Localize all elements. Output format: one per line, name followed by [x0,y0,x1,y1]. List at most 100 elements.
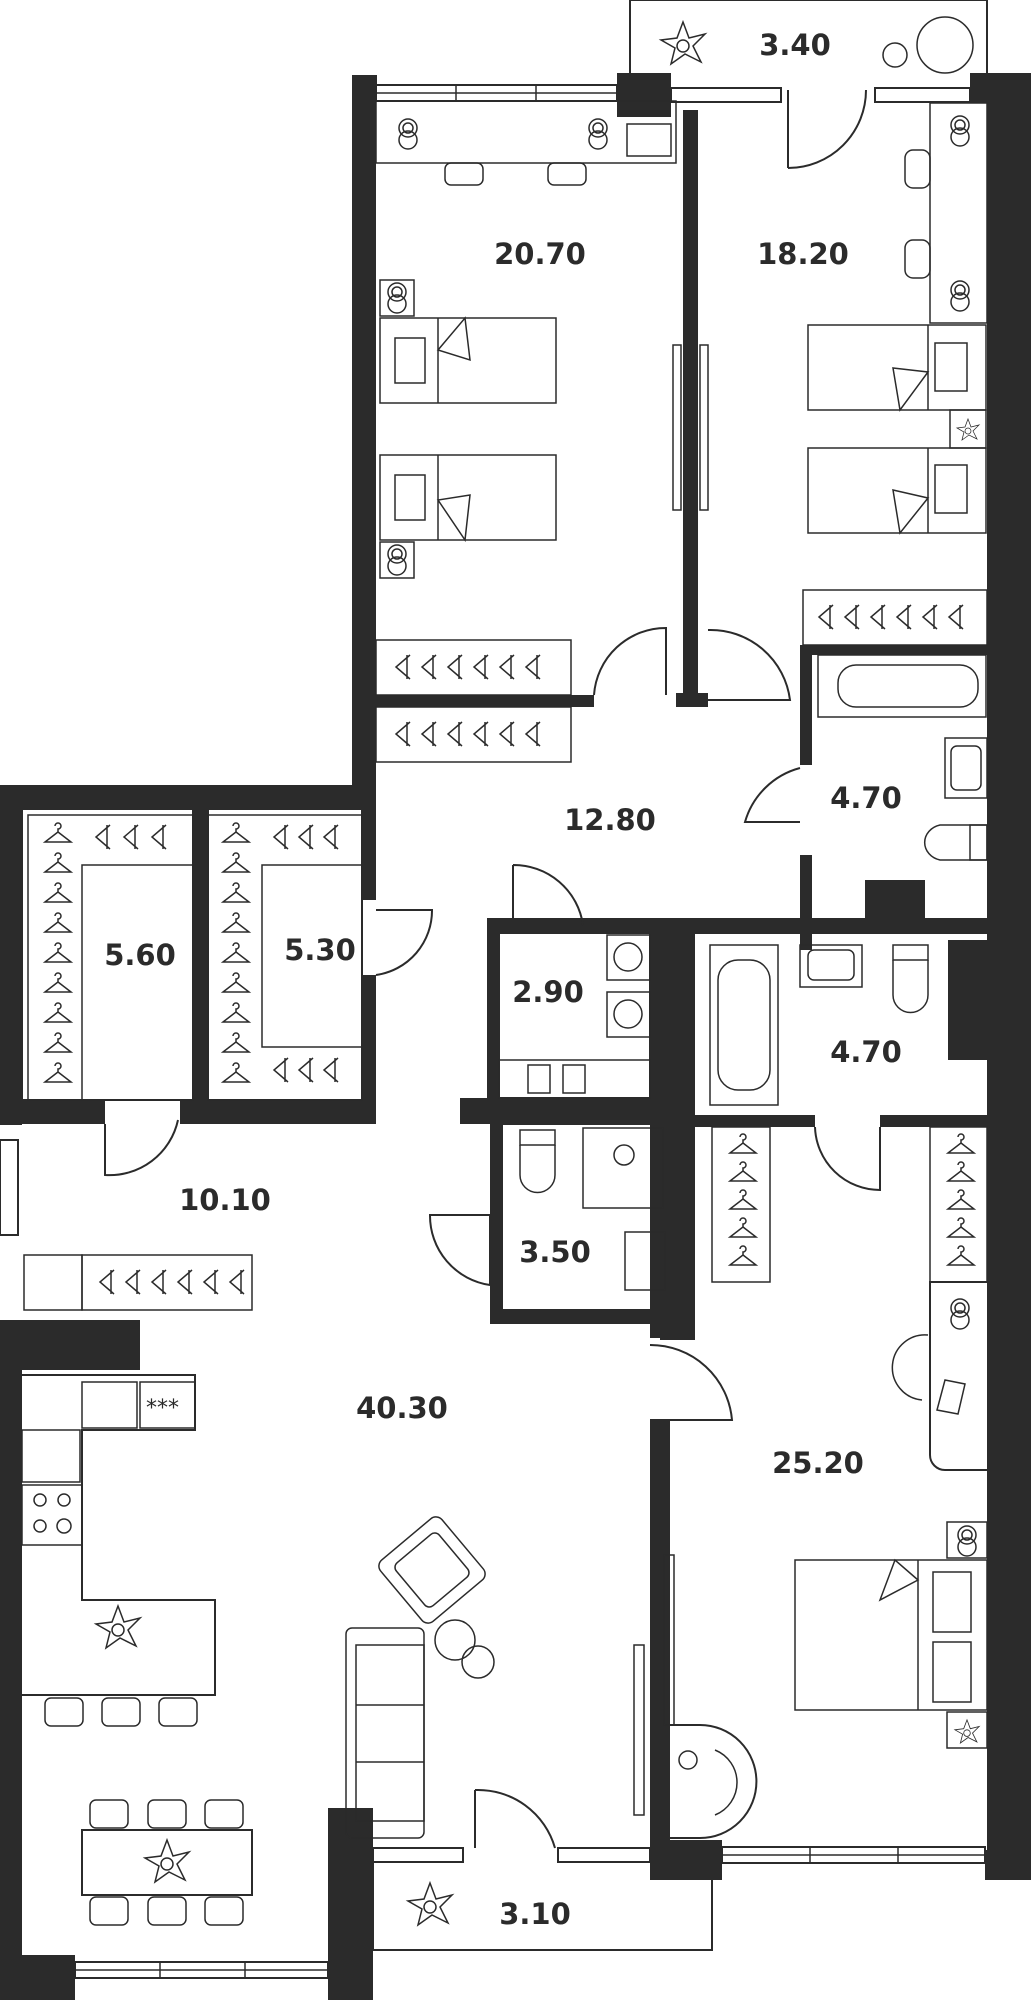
wardrobe-icon [375,706,572,763]
lamp-icon [678,1750,698,1770]
entry: 10.10 [23,1183,271,1311]
wardrobe-icon [929,1126,988,1283]
wardrobe-icon [711,1126,771,1283]
bed-icon [379,316,557,404]
door-panel [672,344,682,511]
room-area: 10.10 [179,1183,271,1217]
hanger-icon [395,721,541,747]
lamp-icon [957,1525,977,1557]
wall [660,1320,695,1340]
window [670,87,782,103]
wall [948,940,1031,1060]
wall [800,650,812,765]
room-area: 3.40 [759,28,831,62]
armchair-icon [378,1516,486,1624]
toilet-icon [892,944,929,1014]
lamp-icon [588,118,608,150]
lamp-icon [434,1619,476,1661]
wardrobe-icon [375,639,572,696]
room-area: 4.70 [830,781,902,815]
hanger-icon [818,604,964,630]
window [372,1847,464,1863]
desk-icon [936,1379,966,1415]
wall [676,693,708,707]
wall [0,1100,105,1124]
lamp-icon [950,280,970,312]
flower-icon [407,1882,453,1926]
stove-icon [23,1254,83,1311]
window [0,1139,19,1236]
desk-icon [929,102,988,324]
room-area: 40.30 [356,1391,448,1425]
lamp-icon [950,1298,970,1330]
windows [0,84,986,1979]
lamp-icon [398,118,418,150]
toilet-icon [924,824,988,861]
room-area: 2.90 [512,975,584,1009]
wall [490,1310,695,1324]
flower-icon [956,418,980,441]
sink-icon [624,1231,666,1291]
room-area: 20.70 [494,237,586,271]
bathtub-icon [709,944,779,1106]
wardrobe-icon [81,1254,253,1311]
wall [800,645,1000,655]
sink-icon [944,737,988,799]
books-icon [626,123,672,157]
flower-icon [660,21,706,65]
flower-icon [95,1605,141,1649]
wall [460,1098,682,1124]
desk-icon [375,100,677,164]
laundry: 2.90 [498,863,651,1099]
lamp-icon [950,115,970,147]
wall [376,695,594,707]
room-area: 5.60 [104,938,176,972]
armchair-icon [916,16,974,74]
wall [487,918,499,1098]
wall [193,805,208,1105]
room-area: 12.80 [564,803,656,837]
wall [362,975,376,1115]
wall [650,1840,722,1880]
bathtub-icon [817,654,987,718]
room-area: 3.10 [499,1897,571,1931]
wall [683,110,698,702]
toilet: 3.50 [428,1123,666,1311]
wall [328,1808,373,2000]
room-area: 18.20 [757,237,849,271]
bedroom-left: 20.70 [375,100,709,696]
wall [880,1115,1005,1127]
wall [617,73,671,117]
flower-icon [954,1719,980,1744]
wall [985,1850,1031,1880]
window [874,87,971,103]
stove-icon [139,1381,196,1429]
wall [352,75,377,85]
wall [650,1420,670,1880]
balcony-top [629,0,988,169]
window [557,1847,651,1863]
bathroom-upper: 4.70 [743,654,988,861]
wall [352,75,376,809]
wall [0,1320,140,1370]
lamp-icon [387,544,407,576]
wardrobe-right: 5.30 [207,808,434,1101]
wardrobe-icon [802,589,988,646]
sofa-icon [345,1627,425,1839]
stove-burners-glyph: *** [146,1396,179,1421]
stove-icon [21,1484,83,1546]
toilet-icon [519,1129,556,1194]
wall [0,785,372,809]
hanger-icon [99,1269,245,1295]
bathroom-middle: 4.70 [709,944,929,1192]
sink-icon [81,1381,138,1429]
master-bedroom: 25.20 [663,1126,988,1839]
living-kitchen: 40.30 [21,1343,734,1926]
room-area: 4.70 [830,1035,902,1069]
wardrobe-left: 5.60 [21,808,194,1177]
room-area: 25.20 [772,1446,864,1480]
lamp-icon [387,282,407,314]
wall [695,1115,815,1127]
balcony-bottom [372,1788,713,1951]
